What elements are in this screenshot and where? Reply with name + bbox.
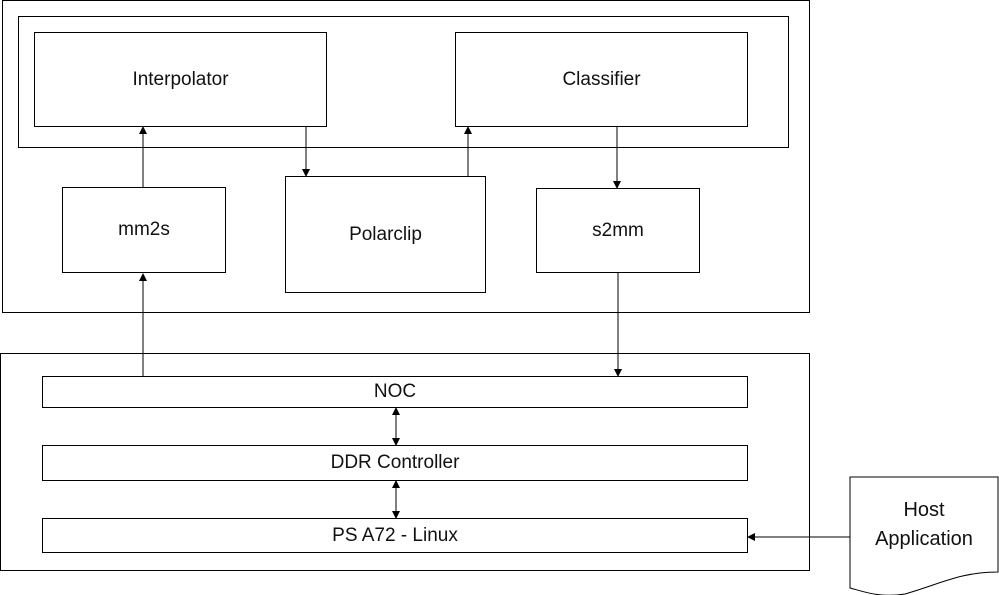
interpolator-block: Interpolator bbox=[34, 32, 327, 127]
ai-engine-group-container bbox=[18, 16, 789, 148]
noc-label: NOC bbox=[373, 381, 417, 402]
host-application-label: Host Application bbox=[850, 496, 998, 554]
mm2s-block: mm2s bbox=[62, 187, 226, 273]
s2mm-block: s2mm bbox=[536, 188, 700, 273]
ddr-controller-block: DDR Controller bbox=[42, 445, 748, 481]
ps-region-container bbox=[0, 353, 810, 571]
pl-region-container bbox=[2, 0, 810, 313]
polarclip-label: Polarclip bbox=[349, 223, 422, 245]
ps-linux-label: PS A72 - Linux bbox=[332, 524, 458, 546]
polarclip-block: Polarclip bbox=[285, 176, 486, 293]
host-application-document-shape bbox=[849, 476, 999, 595]
mm2s-label: mm2s bbox=[118, 219, 170, 240]
classifier-block: Classifier bbox=[455, 32, 748, 127]
classifier-label: Classifier bbox=[562, 68, 641, 90]
host-application-line1: Host bbox=[903, 499, 945, 521]
s2mm-label: s2mm bbox=[592, 219, 644, 241]
interpolator-label: Interpolator bbox=[132, 68, 229, 90]
host-application-line2: Application bbox=[875, 528, 973, 550]
ddr-controller-label: DDR Controller bbox=[330, 452, 460, 473]
ps-linux-block: PS A72 - Linux bbox=[42, 518, 748, 553]
